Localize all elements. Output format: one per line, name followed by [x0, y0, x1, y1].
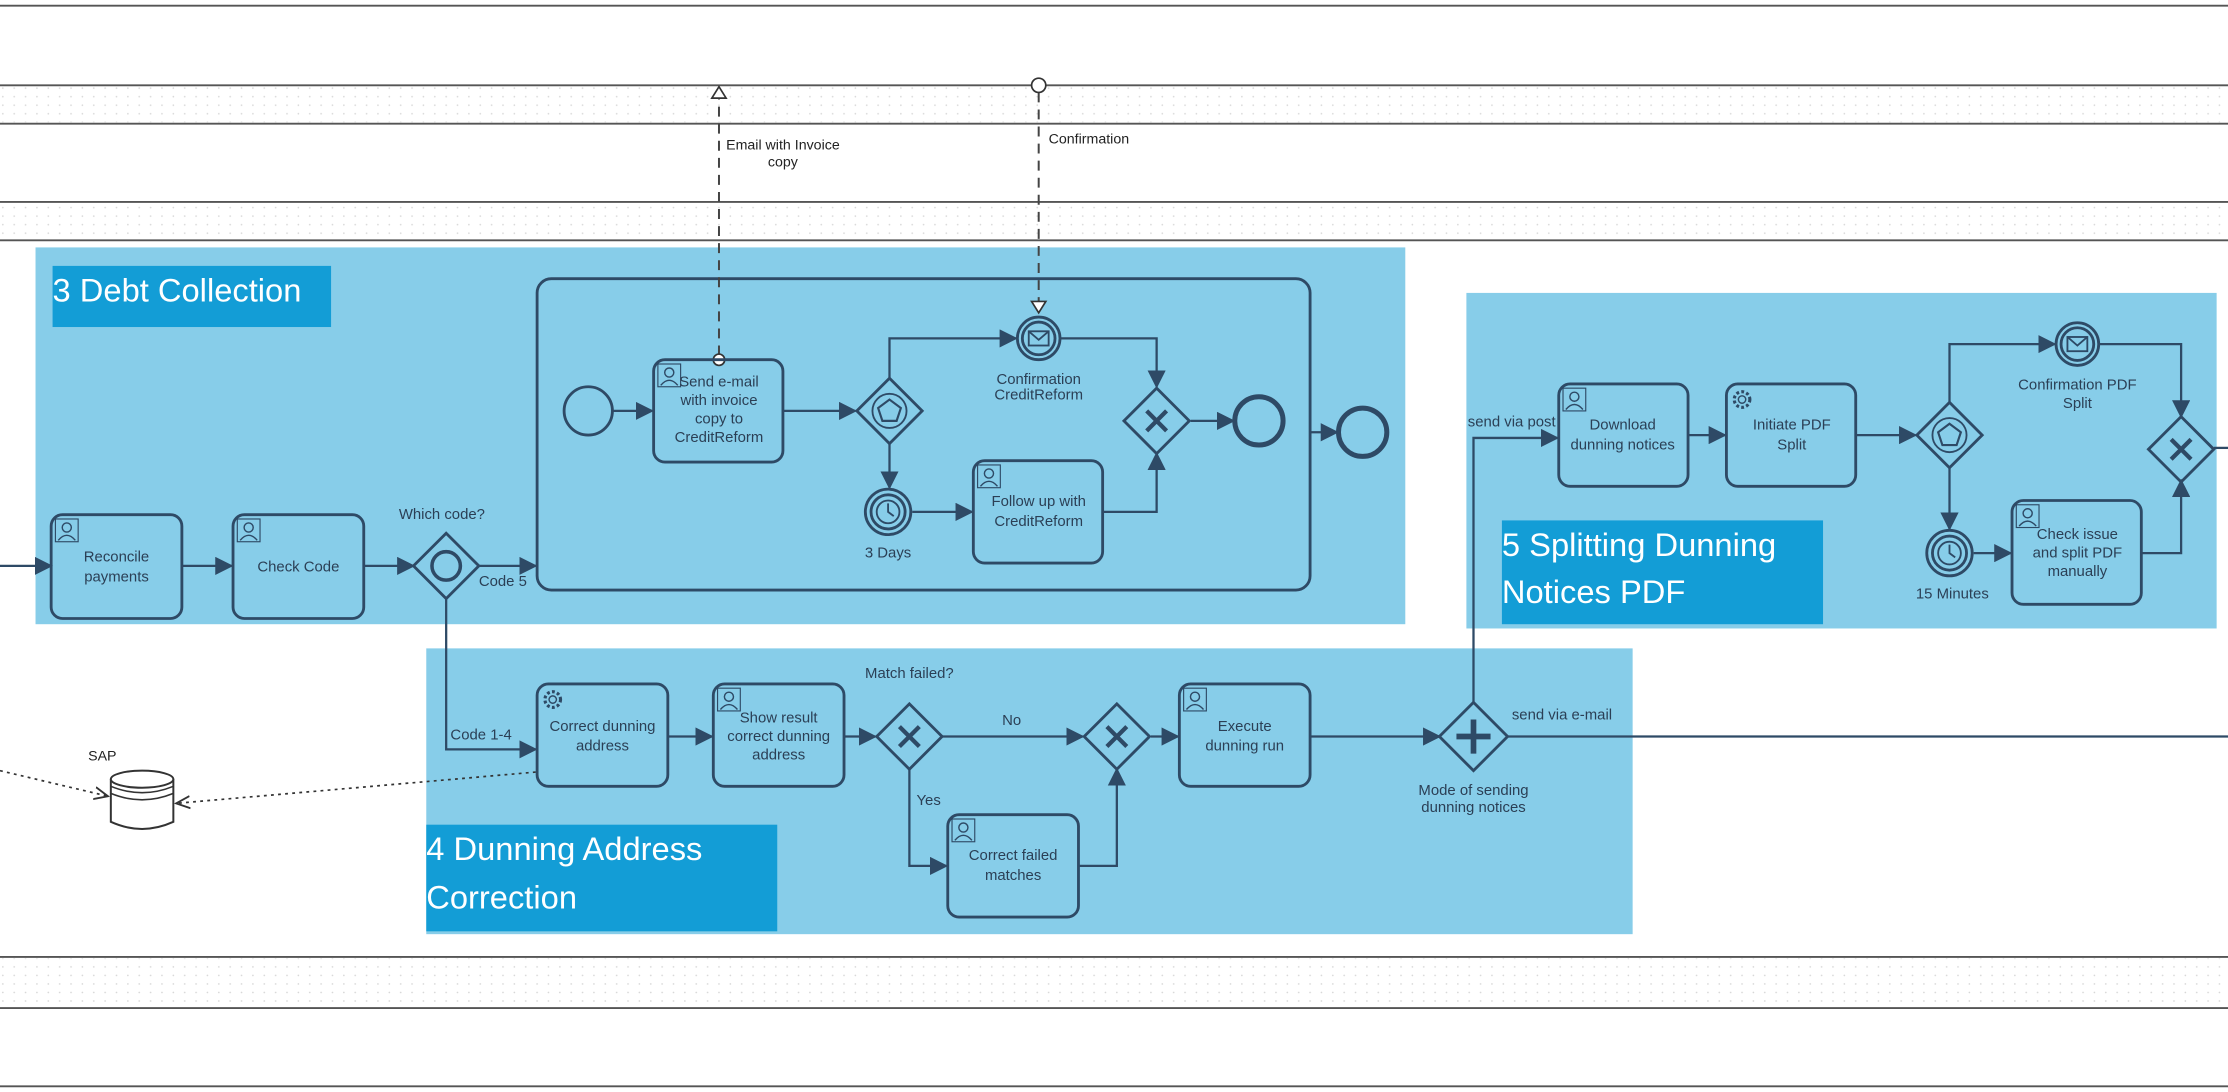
svg-text:Initiate PDF: Initiate PDF — [1753, 416, 1831, 433]
svg-text:Code 5: Code 5 — [479, 573, 527, 590]
task-follow-up[interactable]: Follow up with CreditReform — [971, 459, 1105, 565]
sap-datastore-icon[interactable]: SAP — [88, 749, 175, 830]
task-check-issue-split[interactable]: Check issue and split PDF manually — [2010, 499, 2143, 606]
task-correct-dunning-address[interactable]: Correct dunning address — [535, 682, 670, 788]
svg-text:Confirmation PDF: Confirmation PDF — [2018, 377, 2136, 394]
svg-text:15 Minutes: 15 Minutes — [1916, 586, 1989, 603]
svg-text:Split: Split — [1777, 436, 1807, 453]
end-event[interactable] — [1336, 405, 1390, 459]
gateway-event-based[interactable] — [854, 376, 925, 446]
gateway-exclusive-merge-address[interactable] — [1082, 701, 1152, 772]
svg-text:matches: matches — [985, 867, 1041, 884]
task-correct-failed-matches[interactable]: Correct failed matches — [946, 813, 1080, 919]
svg-text:Execute: Execute — [1218, 718, 1272, 735]
svg-text:Correct dunning: Correct dunning — [549, 718, 655, 735]
svg-text:Notices PDF: Notices PDF — [1502, 573, 1685, 610]
svg-text:correct dunning: correct dunning — [727, 728, 830, 745]
svg-text:payments: payments — [84, 569, 149, 586]
svg-text:Send e-mail: Send e-mail — [679, 374, 759, 391]
end-event-subprocess[interactable] — [1232, 394, 1286, 448]
svg-text:dunning notices: dunning notices — [1421, 799, 1525, 816]
timer-3-days-event[interactable]: 3 Days — [863, 487, 913, 561]
sap-associations — [0, 769, 536, 804]
svg-text:manually: manually — [2048, 563, 2108, 580]
svg-text:and split PDF: and split PDF — [2033, 544, 2122, 561]
message-flow-email: Email with Invoice copy — [710, 85, 840, 367]
svg-text:4 Dunning Address: 4 Dunning Address — [426, 830, 702, 867]
svg-text:dunning run: dunning run — [1205, 738, 1284, 755]
svg-text:address: address — [576, 738, 629, 755]
confirmation-pdf-split-event[interactable]: Confirmation PDF Split — [2018, 321, 2137, 412]
task-check-code[interactable]: Check Code — [231, 513, 366, 620]
svg-text:CreditReform: CreditReform — [994, 387, 1083, 404]
task-show-result[interactable]: Show result correct dunning address — [711, 682, 846, 788]
svg-text:Download: Download — [1590, 416, 1656, 433]
svg-text:Match failed?: Match failed? — [865, 665, 954, 682]
svg-text:CreditReform: CreditReform — [994, 513, 1083, 530]
svg-text:Check Code: Check Code — [257, 559, 339, 576]
svg-text:send via e-mail: send via e-mail — [1512, 706, 1612, 723]
svg-text:SAP: SAP — [88, 749, 116, 765]
svg-text:Code 1-4: Code 1-4 — [450, 726, 511, 743]
svg-text:Follow up with: Follow up with — [991, 493, 1085, 510]
task-reconcile-payments[interactable]: Reconcile payments — [49, 513, 184, 620]
svg-text:Correct failed: Correct failed — [969, 847, 1058, 864]
svg-text:Mode of sending: Mode of sending — [1418, 782, 1528, 799]
svg-text:3 Debt Collection: 3 Debt Collection — [53, 271, 302, 308]
svg-text:Check issue: Check issue — [2037, 526, 2118, 543]
task-download-dunning-notices[interactable]: Download dunning notices — [1557, 382, 1690, 488]
svg-text:CreditReform: CreditReform — [675, 429, 764, 446]
gateway-which-code[interactable]: Which code? — [399, 506, 485, 601]
start-event[interactable] — [562, 385, 614, 437]
svg-text:dunning notices: dunning notices — [1570, 436, 1674, 453]
svg-text:with invoice: with invoice — [679, 392, 757, 409]
gateway-event-based-split[interactable] — [1914, 400, 1985, 470]
clock-icon — [1937, 540, 1962, 566]
lane-borders — [0, 4, 2228, 1088]
gateway-exclusive-merge-debt[interactable] — [1121, 386, 1192, 456]
svg-text:3 Days: 3 Days — [865, 544, 911, 561]
svg-text:Reconcile: Reconcile — [84, 549, 149, 566]
svg-text:send via post: send via post — [1468, 414, 1557, 431]
svg-text:Split: Split — [2063, 395, 2093, 412]
svg-text:Which code?: Which code? — [399, 506, 485, 523]
svg-text:copy to: copy to — [695, 411, 743, 428]
clock-icon — [875, 499, 901, 525]
title-splitting: 5 Splitting Dunning Notices PDF — [1501, 520, 1824, 625]
gateway-exclusive-merge-split[interactable] — [2146, 414, 2216, 485]
confirmation-creditreform-event[interactable]: Confirmation CreditReform — [994, 315, 1083, 404]
svg-text:Show result: Show result — [740, 709, 819, 726]
gateway-mode-of-sending[interactable]: Mode of sending dunning notices — [1418, 700, 1529, 816]
message-flow-confirmation: Confirmation — [1030, 77, 1130, 315]
subprocess-box[interactable] — [535, 277, 1312, 592]
svg-text:copy: copy — [768, 154, 799, 170]
task-send-email[interactable]: Send e-mail with invoice copy to CreditR… — [652, 358, 785, 464]
timer-15-minutes-event[interactable]: 15 Minutes — [1916, 528, 1989, 603]
svg-text:Confirmation: Confirmation — [996, 371, 1080, 388]
svg-text:Yes: Yes — [916, 792, 940, 809]
envelope-icon — [1027, 330, 1050, 347]
task-execute-dunning-run[interactable]: Execute dunning run — [1177, 682, 1312, 788]
gateway-match-failed[interactable]: Match failed? — [865, 665, 954, 772]
envelope-icon — [2066, 336, 2089, 353]
title-dunning-address: 4 Dunning Address Correction — [426, 824, 778, 932]
svg-text:address: address — [752, 746, 805, 763]
svg-text:No: No — [1002, 712, 1021, 729]
svg-text:Confirmation: Confirmation — [1049, 132, 1130, 148]
svg-text:Correction: Correction — [426, 879, 577, 916]
sequence-flows: Code 5 Code 1-4 No Yes send via post sen… — [0, 329, 2228, 876]
svg-text:Email with Invoice: Email with Invoice — [726, 137, 840, 153]
task-initiate-pdf-split[interactable]: Initiate PDF Split — [1724, 382, 1858, 488]
title-debt-collection: 3 Debt Collection — [52, 265, 332, 328]
svg-text:5 Splitting Dunning: 5 Splitting Dunning — [1502, 526, 1776, 563]
